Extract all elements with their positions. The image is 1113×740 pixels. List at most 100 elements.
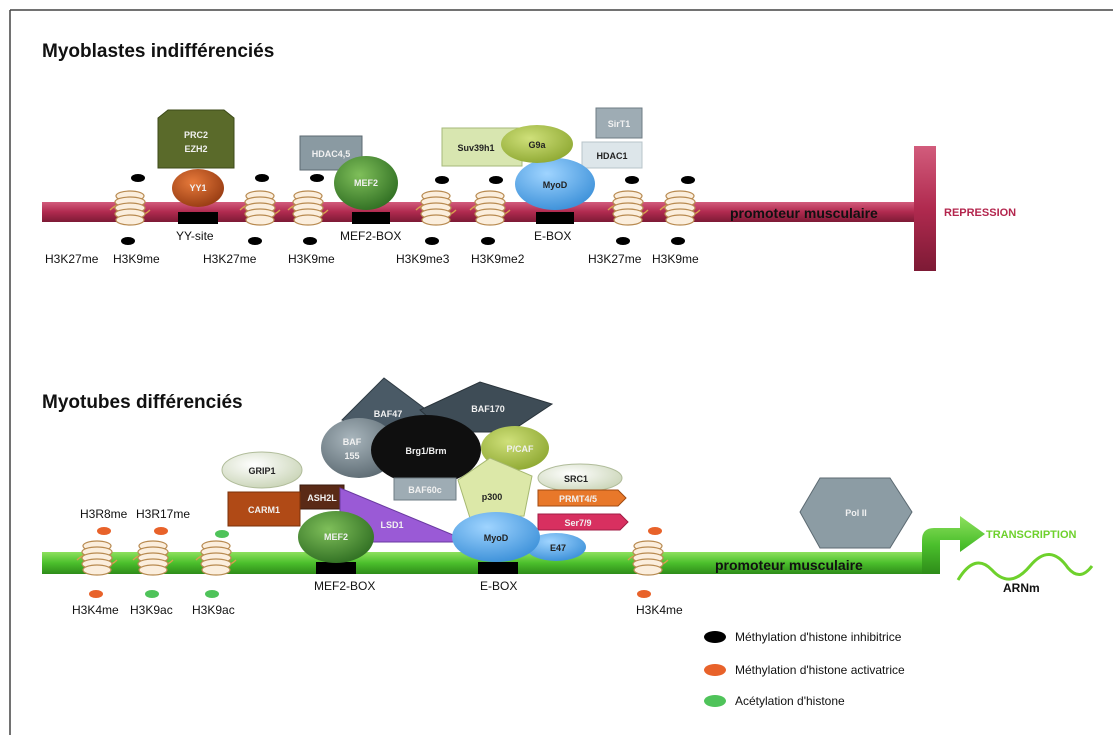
inhibitory-marks-top [121,174,695,245]
nucleosome [195,540,237,576]
nucleosome [415,190,457,226]
legend-swatch-acetylation [704,695,726,707]
svg-text:BAF60c: BAF60c [408,485,442,495]
legend-label: Acétylation d'histone [735,694,845,708]
src1-protein: SRC1 [537,463,623,493]
nucleosome [627,540,669,576]
myod-protein-bottom: MyoD [452,512,540,562]
svg-text:HDAC4,5: HDAC4,5 [312,149,351,159]
hdac45-protein: HDAC4,5 [299,135,363,171]
sirt1-protein: SirT1 [595,107,643,139]
ebox-label-bottom: E-BOX [480,579,517,593]
nucleosome [287,190,329,226]
mark-label: H3K9ac [130,603,173,617]
mark-label: H3K9me2 [471,252,525,266]
svg-text:MEF2: MEF2 [354,178,378,188]
svg-text:155: 155 [344,451,359,461]
svg-text:BAF: BAF [343,437,362,447]
nucleosome [109,190,151,226]
yy-site-box [178,212,218,224]
ebox-top [536,212,574,224]
svg-text:GRIP1: GRIP1 [248,466,275,476]
baf60c-protein: BAF60c [393,477,457,501]
mef2-box-label-top: MEF2-BOX [340,229,401,243]
svg-text:SRC1: SRC1 [564,474,588,484]
svg-text:E47: E47 [550,543,566,553]
mark-label: H3K9me3 [396,252,450,266]
repression-label: REPRESSION [944,207,1016,219]
svg-text:Suv39h1: Suv39h1 [457,143,494,153]
svg-text:LSD1: LSD1 [380,520,403,530]
mark-label: H3K27me [203,252,257,266]
mark-label: H3K9me [113,252,160,266]
svg-text:Ser7/9: Ser7/9 [564,518,591,528]
svg-text:p300: p300 [482,492,503,502]
svg-text:MyoD: MyoD [543,180,568,190]
mark-label: H3K27me [588,252,642,266]
nucleosome [132,540,174,576]
hdac1-protein: HDAC1 [581,141,643,169]
svg-text:PRMT4/5: PRMT4/5 [559,494,597,504]
mef2-box-bottom [316,562,356,574]
promoter-label-top: promoteur musculaire [730,205,878,221]
svg-text:YY1: YY1 [189,183,206,193]
yy1-protein: YY1 [172,169,224,207]
transcription-label: TRANSCRIPTION [986,529,1077,541]
svg-text:G9a: G9a [528,140,546,150]
mark-label: H3K9ac [192,603,235,617]
svg-text:MEF2: MEF2 [324,532,348,542]
title-top: Myoblastes indifférenciés [42,41,274,62]
legend-label: Méthylation d'histone inhibitrice [735,630,902,644]
svg-text:MyoD: MyoD [484,533,509,543]
mrna-wave [956,553,1094,581]
grip1-protein: GRIP1 [221,451,303,489]
ebox-label-top: E-BOX [534,229,571,243]
svg-text:Pol II: Pol II [845,508,867,518]
legend-label: Méthylation d'histone activatrice [735,663,905,677]
legend-swatch-activating [704,664,726,676]
prc2-ezh2-complex: PRC2 EZH2 [157,109,235,169]
mef2-box-label-bottom: MEF2-BOX [314,579,375,593]
pol-ii-protein: Pol II [799,477,913,549]
promoter-label-bottom: promoteur musculaire [715,557,863,573]
mark-label: H3K9me [652,252,699,266]
nucleosome [659,190,701,226]
mrna-label: ARNm [1003,581,1040,595]
svg-text:P/CAF: P/CAF [507,444,535,454]
mark-label: H3K27me [45,252,99,266]
mef2-protein-top: MEF2 [334,156,398,210]
legend: Méthylation d'histone inhibitrice Méthyl… [704,630,905,708]
svg-text:BAF47: BAF47 [374,409,403,419]
transcription-arrow [922,516,985,574]
ash2l-protein: ASH2L [299,484,345,510]
svg-text:EZH2: EZH2 [184,144,207,154]
marks-bottom [89,527,662,598]
mef2-protein-bottom: MEF2 [298,511,374,563]
nucleosome [607,190,649,226]
ebox-bottom [478,562,518,574]
svg-text:ASH2L: ASH2L [307,493,337,503]
prmt45-protein: PRMT4/5 [537,489,627,507]
svg-text:HDAC1: HDAC1 [596,151,627,161]
svg-text:BAF170: BAF170 [471,404,505,414]
mark-label: H3K4me [72,603,119,617]
nucleosome [76,540,118,576]
nucleosome [239,190,281,226]
nucleosome [469,190,511,226]
svg-text:SirT1: SirT1 [608,119,631,129]
myod-protein-top: MyoD [515,158,595,210]
brg1-brm-protein: Brg1/Brm [371,415,481,485]
mark-label: H3R17me [136,507,190,521]
mark-label: H3K4me [636,603,683,617]
svg-text:PRC2: PRC2 [184,130,208,140]
ser79-tail: Ser7/9 [537,513,629,531]
pcaf-protein: P/CAF [481,426,549,470]
mef2-box-top [352,212,390,224]
yy-site-label: YY-site [176,229,214,243]
svg-text:CARM1: CARM1 [248,505,280,515]
mark-label: H3K9me [288,252,335,266]
carm1-protein: CARM1 [227,491,301,527]
repression-end-bar [914,146,936,271]
